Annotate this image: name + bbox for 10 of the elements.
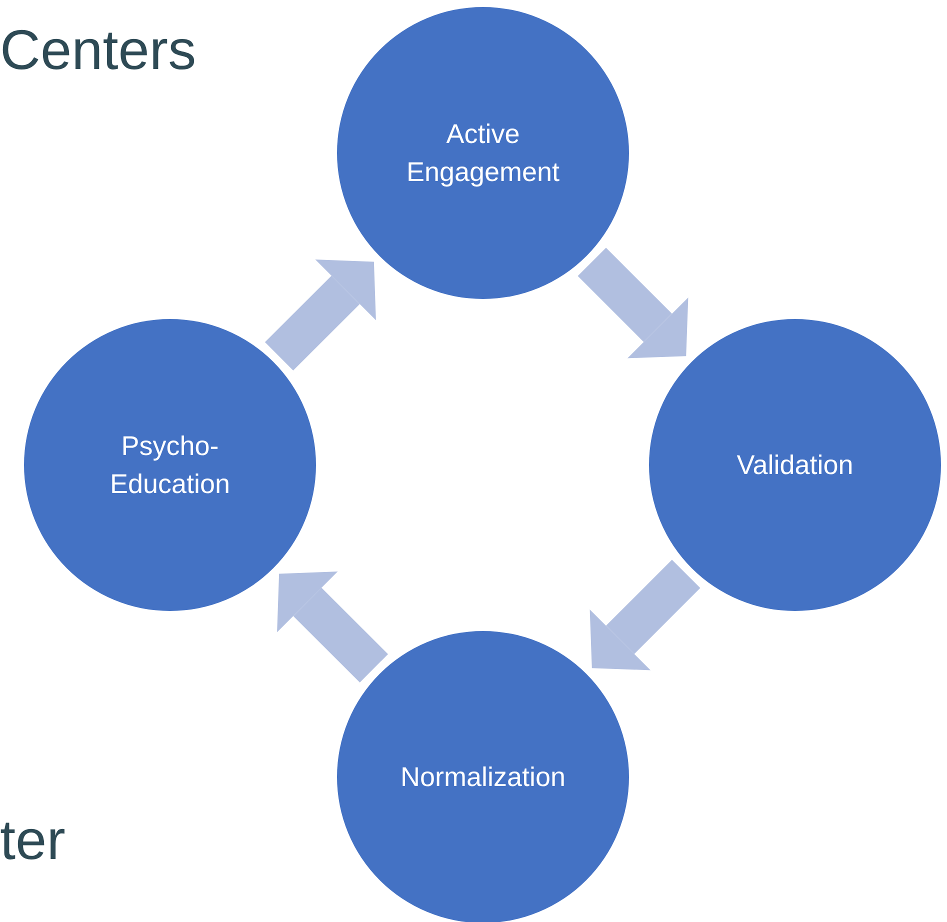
step-label: Normalization xyxy=(400,761,566,794)
heading-fragment: ter xyxy=(0,812,66,868)
step-label: Active Engagement xyxy=(405,118,561,189)
heading-fragment: Centers xyxy=(0,22,196,78)
step-label: Validation xyxy=(736,449,854,482)
step-label: Psycho-Education xyxy=(108,430,232,501)
block-arrow xyxy=(277,572,388,682)
block-arrow xyxy=(578,248,688,358)
block-arrow xyxy=(264,260,376,370)
block-arrow xyxy=(590,560,700,670)
